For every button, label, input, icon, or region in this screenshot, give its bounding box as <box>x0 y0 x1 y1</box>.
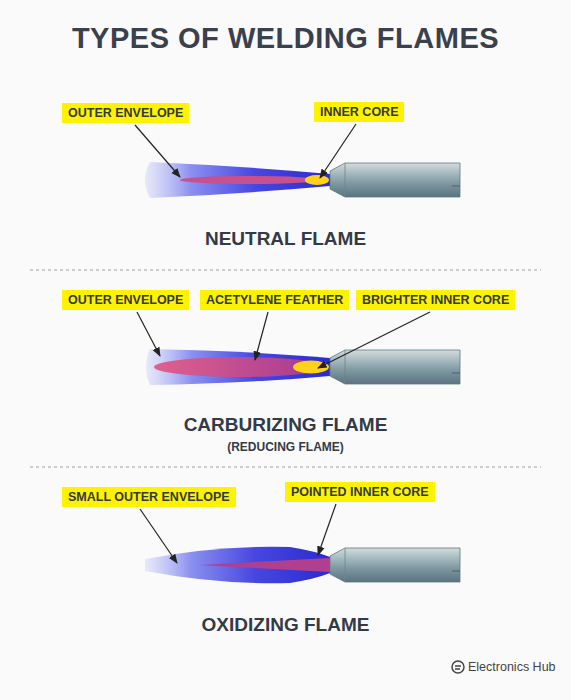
logo-ring <box>452 661 464 673</box>
carburizing-flame <box>146 349 330 385</box>
callout-box: POINTED INNER CORE <box>285 482 435 502</box>
inner-core <box>293 361 329 374</box>
inner-core <box>305 175 329 185</box>
torch <box>330 163 460 197</box>
logo-mark <box>452 661 464 673</box>
callout-text: SMALL OUTER ENVELOPE <box>68 490 230 504</box>
callout-box: BRIGHTER INNER CORE <box>356 290 515 310</box>
leader-arrow <box>140 509 177 563</box>
oxidizing-flame <box>145 547 330 584</box>
pointed-inner-core <box>200 558 330 572</box>
torch <box>330 548 460 582</box>
callout-box: INNER CORE <box>314 102 404 122</box>
divider <box>30 270 541 271</box>
section-label: NEUTRAL FLAME <box>0 228 571 250</box>
leader-arrow <box>135 125 180 177</box>
callout-text: OUTER ENVELOPE <box>68 106 183 120</box>
outer-envelope <box>146 349 330 385</box>
callout-box: OUTER ENVELOPE <box>62 103 189 123</box>
callout-text: POINTED INNER CORE <box>291 485 429 499</box>
logo-lines <box>455 666 461 669</box>
divider <box>30 467 541 468</box>
outer-envelope <box>145 162 330 198</box>
section-label: CARBURIZING FLAME <box>0 414 571 436</box>
watermark: Electronics Hub <box>468 660 556 674</box>
callout-box: OUTER ENVELOPE <box>62 290 189 310</box>
leader-arrow <box>137 312 160 356</box>
outer-envelope <box>145 547 330 584</box>
leader-arrow <box>255 312 268 360</box>
callout-box: ACETYLENE FEATHER <box>200 290 349 310</box>
callout-text: ACETYLENE FEATHER <box>206 293 343 307</box>
callout-text: OUTER ENVELOPE <box>68 293 183 307</box>
leader-arrow <box>320 124 356 178</box>
leader-arrow <box>318 504 336 555</box>
inner-flame <box>180 176 320 184</box>
callout-text: BRIGHTER INNER CORE <box>362 293 509 307</box>
torch <box>330 350 460 384</box>
callout-text: INNER CORE <box>320 105 398 119</box>
diagram-title: TYPES OF WELDING FLAMES <box>0 22 571 55</box>
section-label: OXIDIZING FLAME <box>0 614 571 636</box>
neutral-flame <box>145 162 330 198</box>
section-label: (REDUCING FLAME) <box>0 440 571 454</box>
callout-box: SMALL OUTER ENVELOPE <box>62 487 236 507</box>
leader-arrow <box>318 312 430 368</box>
